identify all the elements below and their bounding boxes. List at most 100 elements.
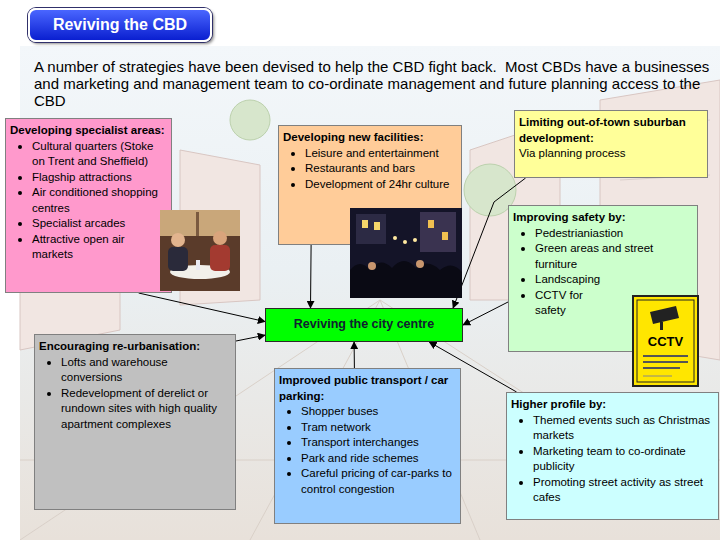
photo-frame [350,208,462,298]
bullet-item: Landscaping [513,272,692,288]
bullet-text: Promoting street activity as street cafe… [533,475,713,506]
photo-person [210,245,230,271]
box-heading: Improving safety by: [513,210,692,226]
bullet-text: Air conditioned shopping centres [32,185,166,216]
bullet-item: Promoting street activity as street cafe… [511,475,713,506]
tree [230,100,270,140]
bullet-dot [521,232,525,236]
camera-icon [650,306,679,324]
bullet-text: Redevelopment of derelict or rundown sit… [61,386,230,433]
bullet-text: Transport interchanges [301,435,455,451]
bullet-item: Pedestrianiastion [513,226,692,242]
bullet-item: Careful pricing of car-parks to control … [279,466,455,497]
photo-face [368,262,376,270]
bullet-dot [287,472,291,476]
bullet-item: Flagship attractions [10,170,166,186]
bullet-item: Tram network [279,420,455,436]
bullet-dot [287,457,291,461]
photo-window [160,210,240,236]
bullet-dot [519,450,523,454]
bullet-dot [18,191,22,195]
bullet-item: Air conditioned shopping centres [10,185,166,216]
photo-light [362,220,368,228]
sign-small-print [643,355,688,357]
photo-detail [196,212,199,236]
camera-mount [660,322,663,330]
bullet-text: Shopper buses [301,404,455,420]
photo-frame [160,210,240,291]
bullet-dot [18,145,22,149]
bullet-dot [521,278,525,282]
bullet-text: Restaurants and bars [305,161,456,177]
bullet-text: Leisure and entertainment [305,146,456,162]
box-heading: Higher profile by: [511,397,713,413]
bullet-dot [287,441,291,445]
box-heading: Developing new facilities: [283,130,456,146]
bullet-item: Lofts and warehouse conversions [39,355,230,386]
bullet-text: Marketing team to co-ordinate publicity [533,444,713,475]
hub-box: Reviving the city centre [265,308,463,342]
bullet-item: Shopper buses [279,404,455,420]
bullet-dot [521,294,525,298]
bullet-item: Green areas and street furniture [513,241,692,272]
photo-person [171,233,185,247]
bullet-text: Development of 24hr culture [305,177,456,193]
photo-light [413,238,417,242]
strategy-box: Higher profile by:Themed events such as … [506,392,719,520]
bullet-text: Flagship attractions [32,170,166,186]
bullet-text: Park and ride schemes [301,451,455,467]
photo-person [213,231,227,245]
bullet-dot [287,426,291,430]
photo-building [356,214,386,244]
bullet-text: Themed events such as Christmas markets [533,413,713,444]
box-heading: Limiting out-of-town suburban developmen… [519,115,702,146]
bullet-dot [291,183,295,187]
title-text: Reviving the CBD [53,16,187,34]
bullet-item: Transport interchanges [279,435,455,451]
strategy-box: Improved public transport / car parking:… [274,368,461,524]
bullet-dot [18,222,22,226]
bullet-item: Marketing team to co-ordinate publicity [511,444,713,475]
bullet-dot [47,392,51,396]
box-heading: Encouraging re-urbanisation: [39,339,230,355]
photo-light [442,232,448,240]
photo-face [416,260,424,268]
sign-text: CCTV [633,334,698,349]
connector-arrow [463,302,508,325]
bullet-dot [291,152,295,156]
photo-light [428,220,434,228]
connector-arrow [139,293,265,322]
photo-light [374,222,380,230]
connector-arrow [354,342,355,368]
night-photo [350,208,462,298]
sign-board [633,296,698,386]
photo-light [393,236,397,240]
bullet-text: Tram network [301,420,455,436]
bullet-text: Landscaping [535,272,692,288]
bullet-item: Leisure and entertainment [283,146,456,162]
bullet-dot [519,419,523,423]
photo-building [420,212,456,252]
sign-small-print [643,376,672,377]
bullet-dot [47,361,51,365]
bullet-dot [18,176,22,180]
bullet-item: Park and ride schemes [279,451,455,467]
bullet-text: Lofts and warehouse conversions [61,355,230,386]
bullet-dot [287,410,291,414]
box-heading: Improved public transport / car parking: [279,373,455,404]
strategy-box: Limiting out-of-town suburban developmen… [514,110,708,178]
bullet-text: Green areas and street furniture [535,241,692,272]
connector-arrow [310,245,312,308]
bullet-text: CCTV for safety [535,288,613,319]
photo-table [170,265,230,279]
strategy-box: Developing new facilities:Leisure and en… [278,125,462,245]
bullet-item: Specialist arcades [10,216,166,232]
sign-small-print [643,361,688,363]
bullet-dot [519,481,523,485]
box-body: Via planning process [519,146,702,162]
bullet-text: Specialist arcades [32,216,166,232]
bullet-item: Cultural quarters (Stoke on Trent and Sh… [10,139,166,170]
bullet-item: Development of 24hr culture [283,177,456,193]
bullet-item: Redevelopment of derelict or rundown sit… [39,386,230,433]
